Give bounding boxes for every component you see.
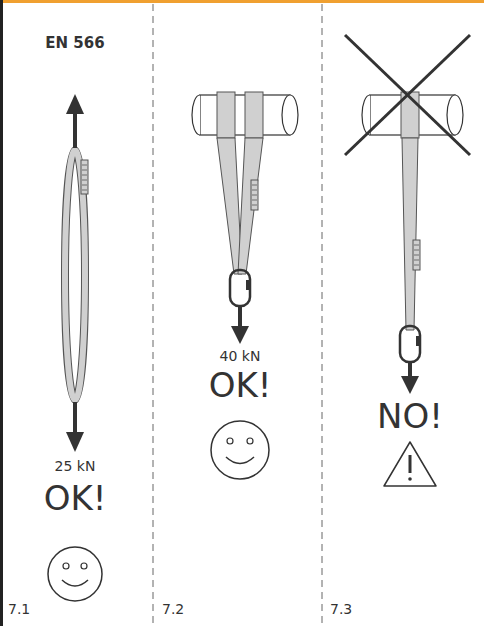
- figure-number: 7.3: [330, 602, 352, 616]
- sling-girth-hitch: [401, 92, 420, 330]
- force-arrow: [231, 306, 249, 344]
- verdict-text: OK!: [44, 481, 107, 515]
- smiley-icon: [211, 421, 269, 479]
- force-value: 40 kN: [220, 349, 261, 363]
- verdict-text: OK!: [209, 368, 272, 402]
- left-bar: [0, 0, 3, 626]
- heading-standard: EN 566: [45, 36, 104, 51]
- warning-triangle: [384, 442, 436, 486]
- figure-number: 7.2: [162, 602, 184, 616]
- force-arrow: [401, 362, 419, 394]
- sling-loop: [65, 150, 88, 400]
- verdict-text: NO!: [377, 399, 443, 433]
- figure-number: 7.1: [8, 602, 30, 616]
- top-bar: [0, 0, 484, 3]
- force-value: 25 kN: [55, 459, 96, 473]
- carabiner: [400, 326, 421, 362]
- cross-mark: [345, 35, 470, 155]
- smiley-icon: [48, 547, 102, 601]
- force-arrow: [66, 94, 84, 452]
- panel-divider: [153, 4, 154, 626]
- panel-divider: [322, 4, 323, 626]
- carabiner: [230, 270, 251, 306]
- sling-basket: [217, 92, 263, 274]
